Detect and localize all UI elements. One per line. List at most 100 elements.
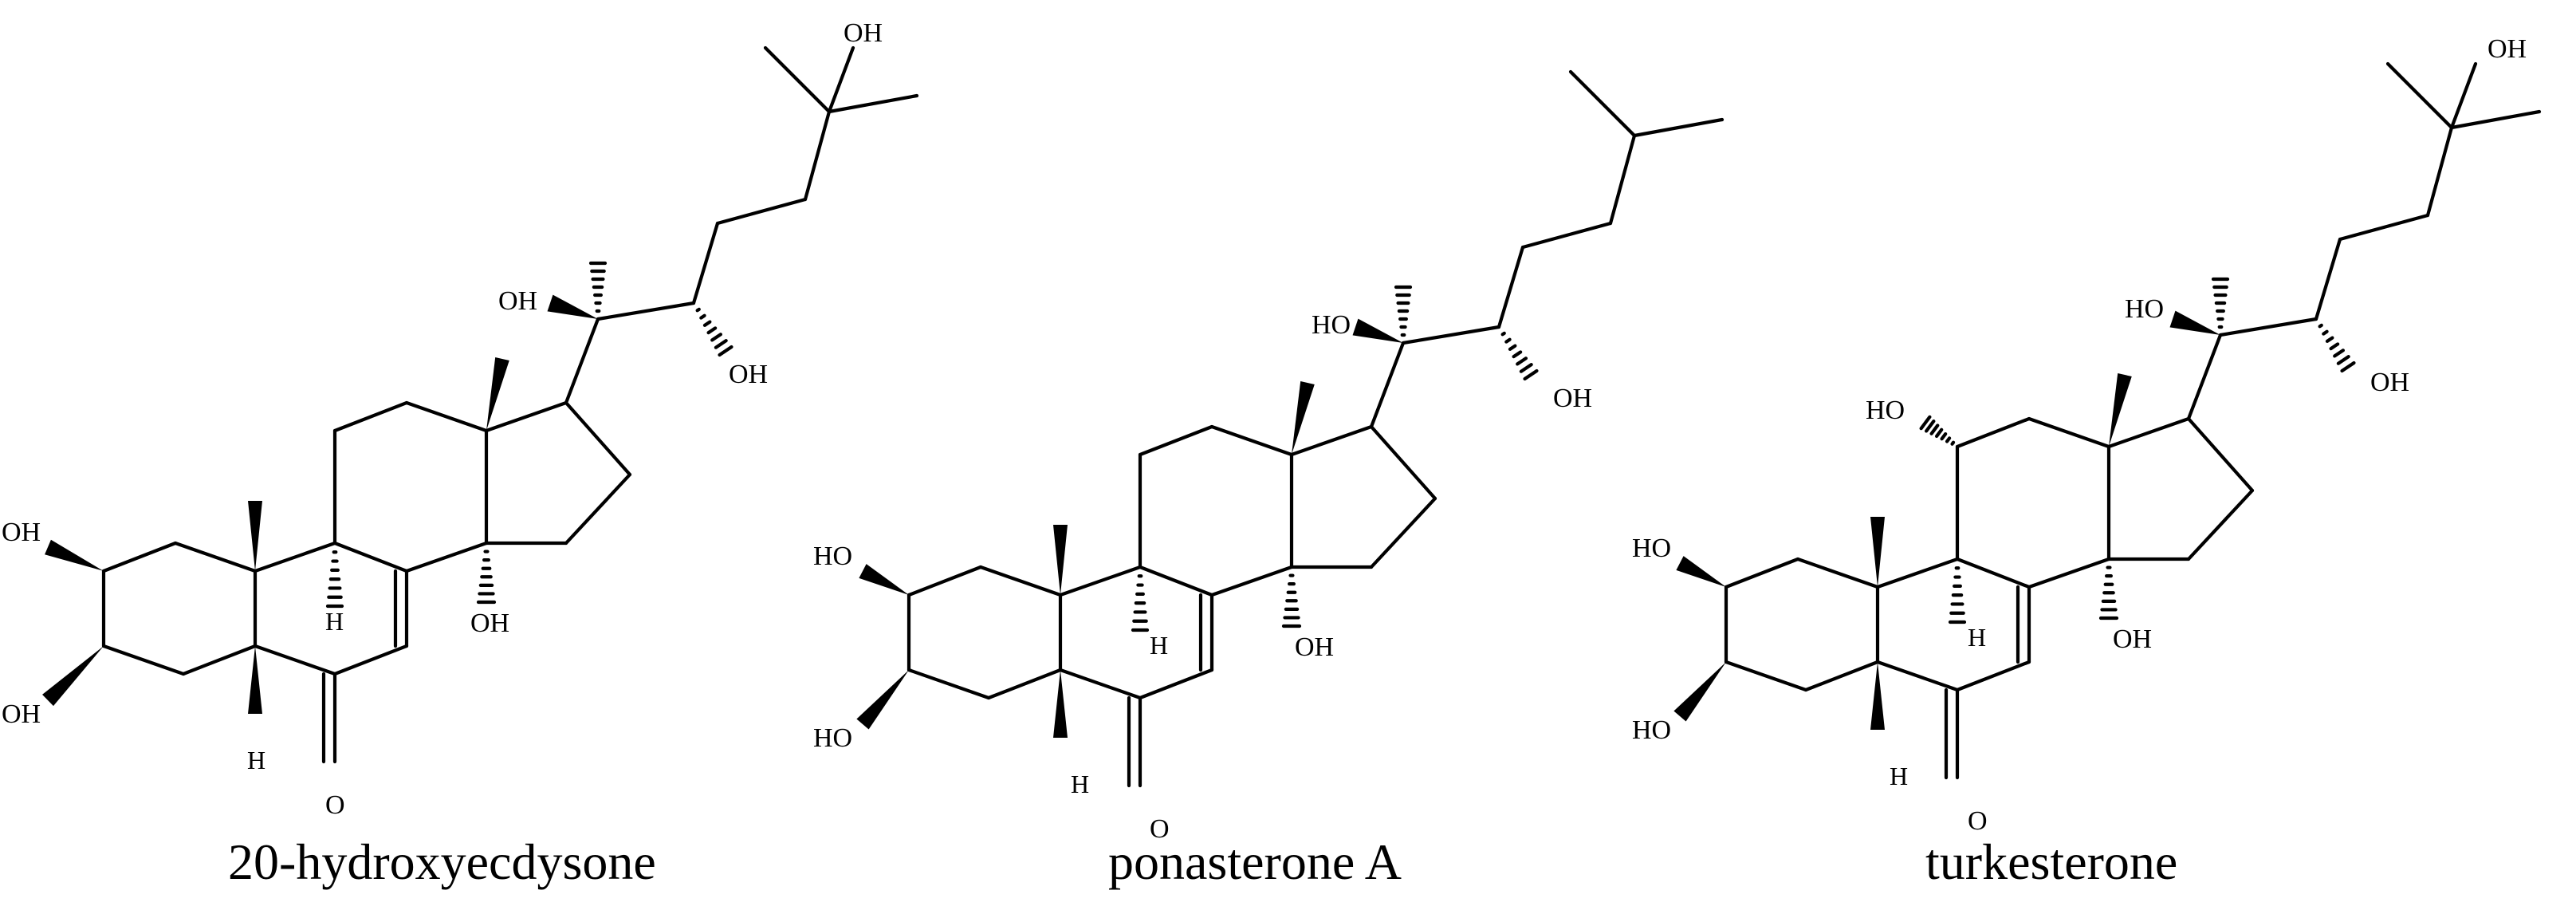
hash-bond-c22-oh — [718, 345, 733, 357]
label-o-c6: O — [1968, 806, 1988, 836]
hash-bond-c11-oh — [1924, 420, 1936, 433]
single-bond — [1369, 496, 1437, 569]
wedge-bond-c3-oh — [1673, 662, 1726, 722]
single-bond — [1496, 245, 1525, 329]
hash-bond-c22-oh — [1523, 368, 1539, 381]
single-bond — [332, 400, 409, 433]
hash-bond-c22-oh — [1519, 363, 1533, 373]
label-ho-c3: HO — [1632, 715, 1671, 745]
single-bond — [596, 301, 696, 321]
single-bond — [1209, 565, 1294, 597]
hash-bond-c22-oh — [1512, 350, 1523, 359]
single-bond — [101, 541, 178, 573]
label-oh-c14: OH — [2113, 624, 2152, 654]
single-bond — [1058, 565, 1142, 597]
single-bond — [827, 93, 919, 114]
hash-bond-c11-oh — [1919, 415, 1932, 431]
single-bond — [173, 541, 258, 573]
molecule-20-hydroxyecdysone: OH OH H O H OH OH OH OH 20-hydroxyecdyso… — [2, 18, 919, 890]
bond-c16-c17 — [1371, 427, 1436, 499]
wedge-bond-c18-methyl — [1292, 381, 1315, 455]
hash-bond-c22-oh — [706, 326, 718, 335]
single-bond — [2385, 61, 2454, 130]
wedge-bond-c19-methyl — [248, 501, 262, 571]
hash-bond-c22-oh — [695, 307, 701, 313]
hash-bond-c22-oh — [710, 333, 723, 342]
wedge-bond-c5-h — [248, 646, 262, 714]
molecule-ponasterone-a: HO HO H O H OH HO OH ponasterone A — [813, 69, 1725, 890]
single-bond — [1058, 668, 1142, 700]
single-bond — [404, 541, 489, 573]
single-bond — [691, 221, 720, 305]
label-oh-c3: OH — [2, 699, 41, 729]
single-bond — [1875, 557, 1960, 589]
single-bond — [2186, 488, 2255, 561]
label-oh-c22: OH — [2370, 368, 2409, 397]
single-bond — [1369, 341, 1406, 429]
single-bond — [1568, 69, 1637, 138]
single-bond — [332, 644, 409, 676]
wedge-bond-c2-oh — [859, 564, 909, 595]
wedge-bond-c20-oh — [2169, 310, 2220, 335]
label-oh-c22: OH — [729, 360, 768, 389]
single-bond — [1520, 221, 1613, 250]
wedge-bond-c3-oh — [42, 646, 104, 707]
bond-c16-c17 — [566, 403, 631, 475]
label-h-c5: H — [247, 746, 265, 774]
hash-bond-c22-oh — [2322, 329, 2329, 336]
single-bond — [2425, 125, 2454, 218]
single-bond — [101, 644, 186, 676]
single-bond — [1955, 660, 2031, 692]
single-bond — [978, 565, 1063, 597]
label-h-c5: H — [1890, 762, 1908, 790]
label-ho-c2: HO — [813, 542, 852, 571]
single-bond — [564, 317, 600, 405]
single-bond — [1875, 660, 1960, 692]
molecule-turkesterone: HO HO H O H HO OH HO OH OH turkesterone — [1632, 34, 2542, 890]
label-ho-c20: HO — [2125, 294, 2164, 324]
single-bond — [2314, 237, 2342, 321]
single-bond — [2186, 333, 2223, 421]
hash-bond-c22-oh — [702, 320, 712, 327]
single-bond — [1138, 668, 1214, 700]
single-bond — [1955, 416, 2031, 449]
single-bond — [181, 644, 258, 676]
hash-bond-c22-oh — [1500, 331, 1506, 337]
single-bond — [763, 45, 832, 114]
bond-skeleton — [1673, 61, 2542, 780]
label-h-c5: H — [1071, 770, 1089, 798]
single-bond — [2106, 416, 2191, 449]
hash-bond-c11-oh — [1950, 440, 1956, 446]
wedge-bond-c19-methyl — [1053, 525, 1068, 595]
label-oh-c14: OH — [470, 609, 509, 638]
hash-bond-c22-oh — [1504, 337, 1512, 344]
atom-labels: HO HO H O H OH HO OH — [813, 310, 1592, 844]
single-bond — [986, 668, 1063, 700]
label-ho-c11: HO — [1866, 396, 1905, 425]
single-bond — [564, 472, 632, 546]
single-bond — [715, 197, 808, 226]
atom-labels: OH OH H O H OH OH OH OH — [2, 18, 883, 820]
hash-bond-c11-oh — [1929, 424, 1940, 435]
single-bond — [1138, 424, 1214, 457]
wedge-bond-c5-h — [1053, 670, 1068, 738]
label-oh-c14: OH — [1295, 632, 1334, 662]
label-ho-c2: HO — [1632, 534, 1671, 563]
single-bond — [2218, 317, 2318, 337]
bond-skeleton — [856, 69, 1725, 788]
label-oh-c22: OH — [1553, 384, 1592, 413]
hash-bond-c11-oh — [1934, 427, 1944, 439]
single-bond — [1401, 325, 1501, 345]
compound-name: ponasterone A — [1108, 833, 1402, 890]
wedge-bond-c19-methyl — [1870, 517, 1885, 587]
single-bond — [1209, 424, 1294, 457]
single-bond — [253, 541, 337, 573]
compound-name: turkesterone — [1925, 833, 2177, 890]
single-bond — [1289, 424, 1374, 457]
single-bond — [1608, 133, 1637, 226]
hash-bond-c22-oh — [1516, 357, 1528, 366]
single-bond — [2449, 109, 2542, 130]
label-oh-c25: OH — [2488, 34, 2527, 64]
bond-c25-oh — [2449, 61, 2478, 130]
